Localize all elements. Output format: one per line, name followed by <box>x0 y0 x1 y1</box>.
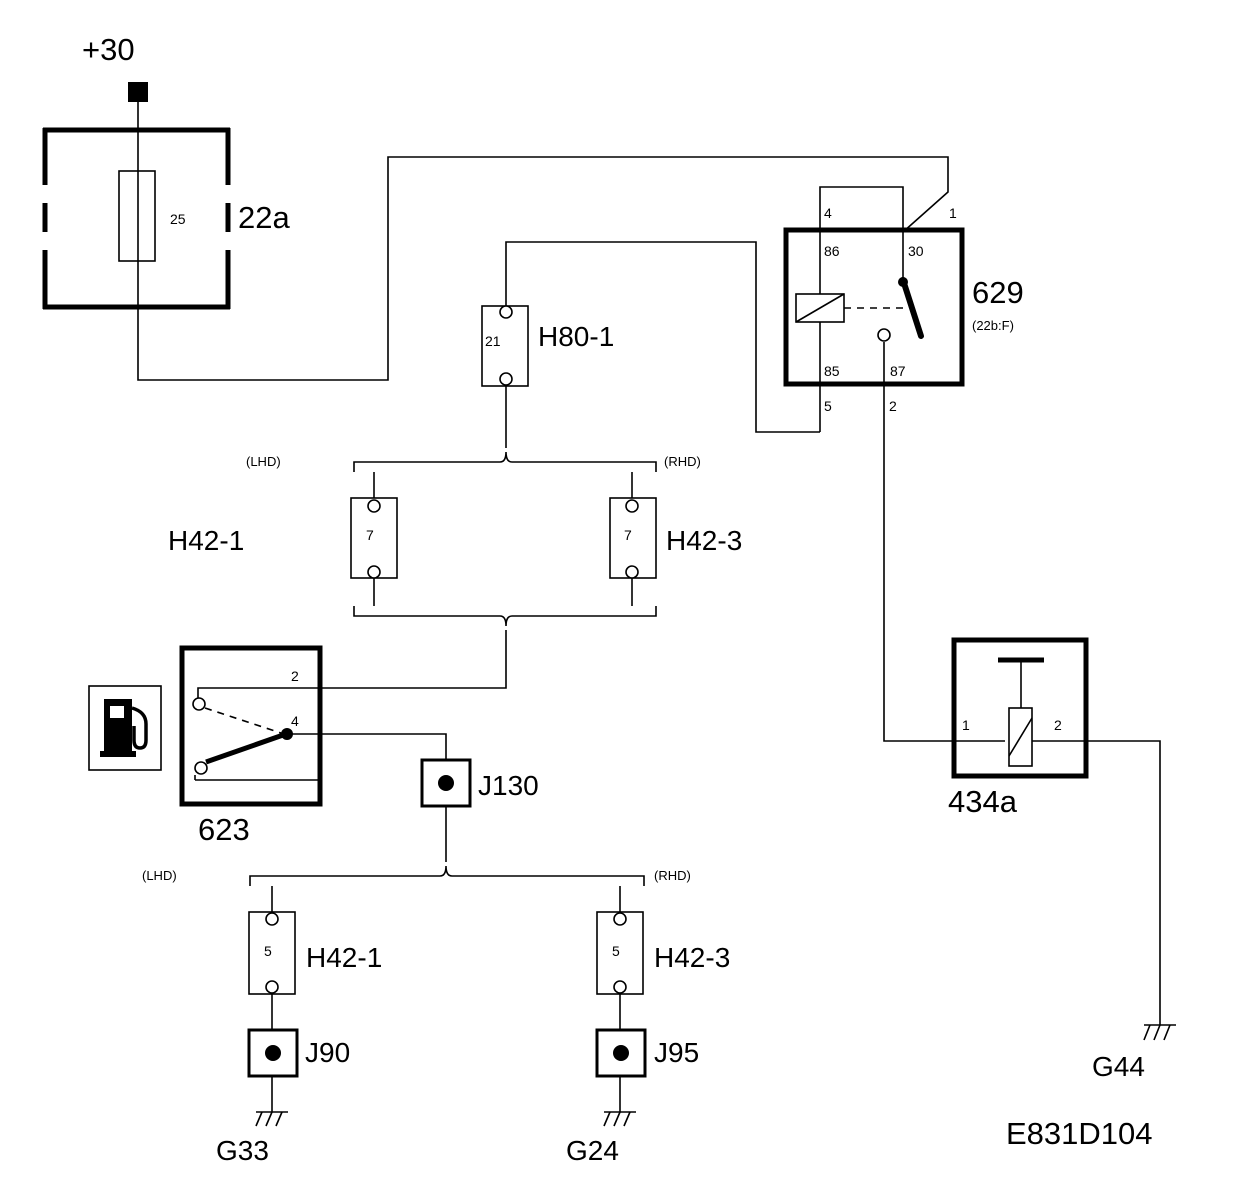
lower-variant-brace: (LHD) (RHD) <box>142 865 691 886</box>
relay-pin-85: 85 <box>824 363 840 379</box>
upper-variant-brace: (LHD) (RHD) <box>246 451 701 627</box>
supply-terminal-square <box>128 82 148 102</box>
relay-pin-5: 5 <box>824 398 832 414</box>
splice-j90: J90 <box>247 1028 350 1078</box>
h42-3-upper-label: H42-3 <box>666 525 742 556</box>
g24-label: G24 <box>566 1135 619 1166</box>
ground-g44: G44 <box>1092 1024 1176 1082</box>
connector-h80-1: 21 H80-1 <box>481 305 614 387</box>
diagram-code: E831D104 <box>1006 1116 1153 1151</box>
ground-g24: G24 <box>566 1111 636 1166</box>
fuel-pump-icon <box>88 685 162 771</box>
h42-3-lower-pin: 5 <box>612 943 620 959</box>
relay-629: 4 1 86 30 85 87 5 2 629 (22b:F) <box>783 205 1024 414</box>
relay-pin-30: 30 <box>908 243 924 259</box>
upper-rhd-label: (RHD) <box>664 454 701 469</box>
fuse-rating: 25 <box>170 211 186 227</box>
fuel-sender-623: 2 4 623 <box>179 645 323 847</box>
fuse-box-22a: 25 22a <box>42 127 290 310</box>
h80-label: H80-1 <box>538 321 614 352</box>
supply-label: +30 <box>82 32 135 67</box>
lower-rhd-label: (RHD) <box>654 868 691 883</box>
relay-pin-2: 2 <box>889 398 897 414</box>
relay-label: 629 <box>972 275 1024 310</box>
upper-lhd-label: (LHD) <box>246 454 281 469</box>
relay-pin-87: 87 <box>890 363 906 379</box>
sender-pin-2: 2 <box>291 668 299 684</box>
j90-label: J90 <box>305 1037 350 1068</box>
relay-pin-1: 1 <box>949 205 957 221</box>
g33-label: G33 <box>216 1135 269 1166</box>
h42-3-lower-label: H42-3 <box>654 942 730 973</box>
supply-terminal: +30 <box>82 32 148 102</box>
lower-lhd-label: (LHD) <box>142 868 177 883</box>
h42-3-upper-pin: 7 <box>624 527 632 543</box>
pump-pin-1: 1 <box>962 717 970 733</box>
connector-h42-1-upper: 7 H42-1 <box>168 497 398 579</box>
relay-sublabel: (22b:F) <box>972 318 1014 333</box>
j130-label: J130 <box>478 770 539 801</box>
h42-1-upper-pin: 7 <box>366 527 374 543</box>
relay-switch-contact <box>900 277 924 339</box>
splice-j95: J95 <box>595 1028 699 1078</box>
sender-pin-4: 4 <box>291 713 299 729</box>
h42-1-lower-pin: 5 <box>264 943 272 959</box>
pump-label: 434a <box>948 784 1018 819</box>
fuse-element <box>118 170 156 262</box>
connector-h42-3-lower: 5 H42-3 <box>596 911 730 995</box>
g44-label: G44 <box>1092 1051 1145 1082</box>
fuel-pump-434a: 1 2 434a <box>948 637 1089 819</box>
ground-g33: G33 <box>216 1111 288 1166</box>
wires <box>137 102 1161 1112</box>
j95-label: J95 <box>654 1037 699 1068</box>
h42-1-lower-label: H42-1 <box>306 942 382 973</box>
connector-h42-3-upper: 7 H42-3 <box>609 497 742 579</box>
pump-pin-2: 2 <box>1054 717 1062 733</box>
relay-pin-86: 86 <box>824 243 840 259</box>
h42-1-upper-label: H42-1 <box>168 525 244 556</box>
relay-pin-4: 4 <box>824 205 832 221</box>
sender-label: 623 <box>198 812 250 847</box>
splice-j130: J130 <box>420 758 539 808</box>
fuse-box-label: 22a <box>238 200 290 235</box>
h80-pin: 21 <box>485 333 501 349</box>
connector-h42-1-lower: 5 H42-1 <box>248 911 382 995</box>
